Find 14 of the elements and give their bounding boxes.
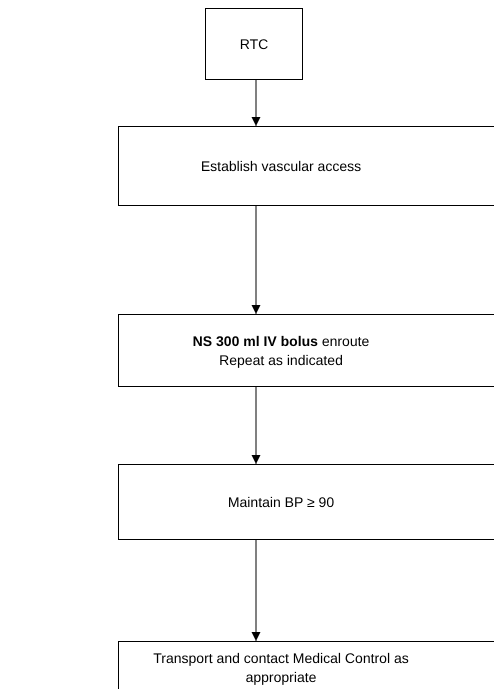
arrow: [252, 386, 260, 464]
box-text: Maintain BP ≥ 90: [228, 492, 334, 512]
process-box: [118, 314, 494, 387]
arrow: [252, 540, 260, 642]
box-text: Transport and contact Medical Control as appropriate: [152, 649, 410, 687]
arrow: [252, 80, 260, 126]
process-box: [118, 126, 494, 206]
box-text: Establish vascular access: [200, 156, 362, 176]
box-text: RTC: [240, 34, 268, 54]
box-text: NS 300 ml IV bolus enroute: [192, 332, 370, 350]
box-text: Repeat as indicated: [219, 350, 343, 370]
process-box: [118, 464, 494, 540]
arrow: [252, 206, 260, 314]
process-box: [205, 8, 303, 80]
